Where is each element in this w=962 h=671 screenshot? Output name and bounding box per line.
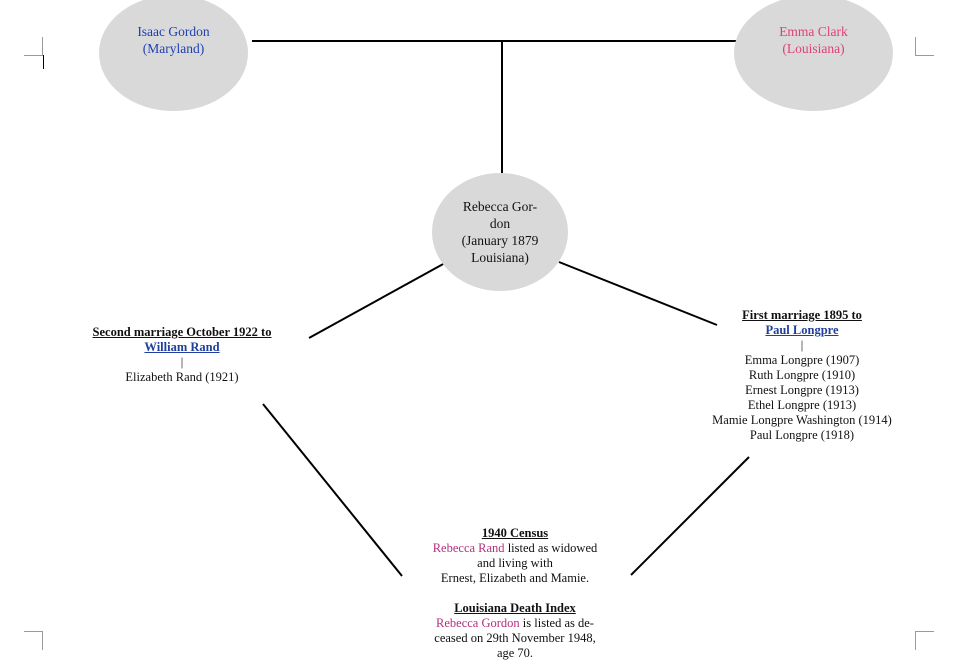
death-index-line2: ceased on 29th November 1948, [434,631,596,645]
second-marriage-separator: | [180,355,184,369]
mother-node: Emma Clark (Louisiana) [734,0,893,111]
line-to-first-marriage [558,261,718,326]
second-marriage-child: Elizabeth Rand (1921) [125,370,239,384]
first-marriage-block: First marriage 1895 to Paul Longpre | Em… [692,308,912,443]
text-cursor [43,55,44,69]
death-index-line3: age 70. [496,646,534,660]
census-line2: and living with [477,556,553,570]
records-block: 1940 Census Rebecca Rand listed as widow… [405,526,625,661]
death-index-heading: Louisiana Death Index [454,601,576,615]
first-marriage-child: Ernest Longpre (1913) [745,383,859,397]
crop-mark-top-right [915,37,934,56]
second-marriage-block: Second marriage October 1922 to William … [72,325,292,385]
line-first-marriage-to-census [630,456,750,576]
first-marriage-child: Emma Longpre (1907) [744,353,860,367]
subject-name-line1: Rebecca Gor- [462,199,538,214]
first-marriage-heading: First marriage 1895 to [742,308,862,322]
mother-origin: (Louisiana) [782,41,845,56]
census-text1: listed as widowed [504,541,598,555]
father-name: Isaac Gordon [137,24,210,39]
death-index-name: Rebecca Gordon [436,616,520,630]
census-name: Rebecca Rand [432,541,505,555]
census-heading: 1940 Census [481,526,549,540]
first-marriage-child: Ethel Longpre (1913) [747,398,857,412]
first-marriage-separator: | [800,338,804,352]
census-line1: Rebecca Rand listed as widowed [405,541,625,556]
line-second-marriage-to-census [262,403,403,577]
first-marriage-child: Paul Longpre (1918) [749,428,855,442]
subject-birth-date: (January 1879 [461,233,539,248]
census-line3: Ernest, Elizabeth and Mamie. [440,571,590,585]
first-marriage-spouse-link[interactable]: Paul Longpre [765,323,839,337]
second-marriage-spouse-link[interactable]: William Rand [144,340,220,354]
father-origin: (Maryland) [142,41,205,56]
death-index-line1: Rebecca Gordon is listed as de- [405,616,625,631]
subject-birth-place: Louisiana) [471,250,529,265]
mother-name: Emma Clark [779,24,848,39]
second-marriage-heading: Second marriage October 1922 to [92,325,272,339]
crop-mark-bottom-left [24,631,43,650]
line-to-second-marriage [308,262,446,339]
first-marriage-child: Mamie Longpre Washington (1914) [712,413,892,427]
first-marriage-child: Ruth Longpre (1910) [748,368,856,382]
crop-mark-bottom-right [915,631,934,650]
crop-mark-top-left [24,37,43,56]
subject-name-line2: don [489,216,511,231]
subject-node: Rebecca Gor- don (January 1879 Louisiana… [432,173,568,291]
death-index-text1: is listed as de- [519,616,594,630]
father-node: Isaac Gordon (Maryland) [99,0,248,111]
